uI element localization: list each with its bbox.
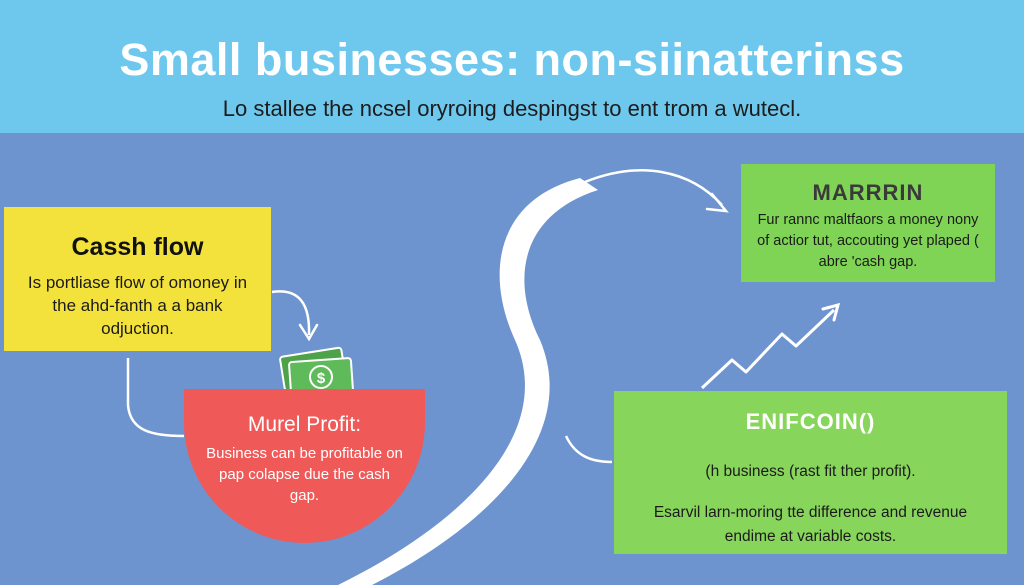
margin-card: MARRRIN Fur rannc maltfaors a money nony… [741, 164, 995, 282]
white-swoosh [338, 178, 598, 585]
margin-body: Fur rannc maltfaors a money nony of acti… [757, 212, 979, 270]
trend-arrow-head [821, 302, 841, 322]
arrow-to-margin-head [705, 192, 729, 213]
header-band [0, 0, 1024, 133]
economics-heading: ENIFCOIN() [745, 409, 876, 434]
dollar-symbol: $ [317, 370, 326, 387]
cash-flow-body: Is portliase flow of omoney in the ahd-f… [27, 273, 248, 338]
profit-body: Business can be profitable on pap colaps… [206, 445, 403, 504]
trend-arrow [700, 308, 836, 390]
dollar-bill-icon: $ [279, 346, 354, 397]
line-to-economics [564, 435, 613, 464]
economics-card: ENIFCOIN() (h business (rast fit ther pr… [614, 391, 1007, 554]
page-subtitle: Lo stallee the ncsel oryroing despingst … [222, 96, 802, 121]
economics-line: (h business (rast fit ther profit). [705, 463, 916, 480]
profit-heading: Murel Profit: [247, 413, 362, 436]
bracket-cashflow-profit [126, 358, 185, 438]
arrow-cashflow-down [271, 290, 311, 336]
arrow-to-margin [584, 169, 723, 206]
page-title: Small businesses: non-siinatterinss [119, 34, 905, 85]
cash-flow-heading: Cassh flow [71, 233, 204, 261]
arrow-cashflow-down-head [298, 323, 319, 342]
economics-body: Esarvil larn-moring tte difference and r… [653, 504, 968, 545]
cash-flow-card: Cassh flow Is portliase flow of omoney i… [4, 207, 271, 351]
margin-heading: MARRRIN [812, 180, 924, 205]
